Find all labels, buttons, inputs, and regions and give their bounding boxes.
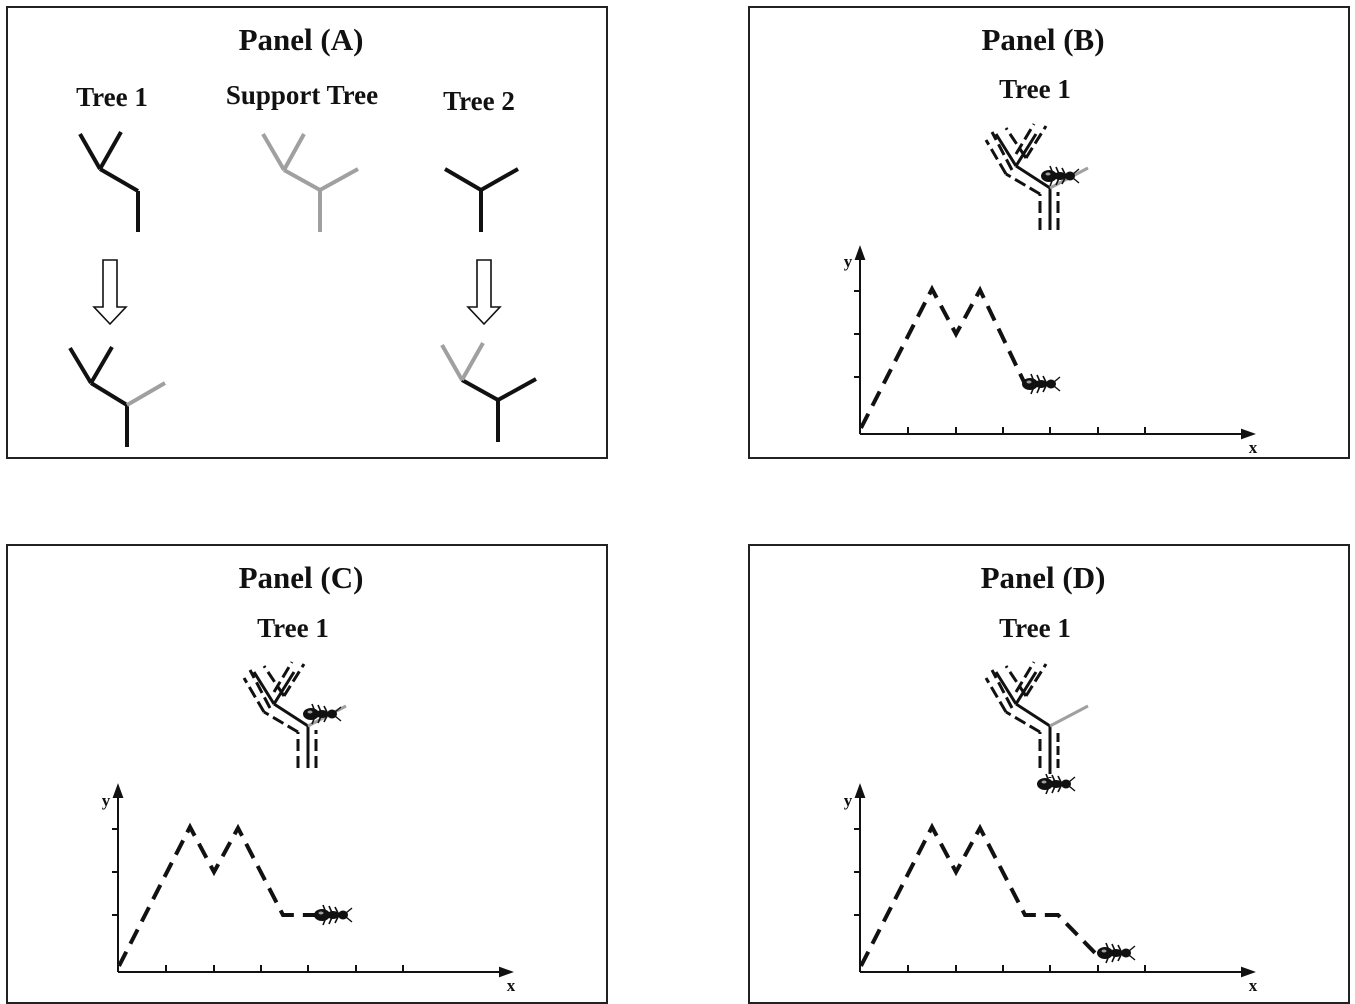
panel-b-tree-label: Tree 1	[999, 74, 1071, 104]
tree-branch	[272, 671, 296, 705]
x-axis-label: x	[506, 976, 516, 995]
panel-d-tree-label: Tree 1	[999, 613, 1071, 643]
panel-a-title: Panel (A)	[238, 22, 364, 57]
tree-2-grafted	[461, 377, 537, 442]
path-trace	[984, 139, 1008, 175]
tree-2-label: Tree 2	[443, 86, 515, 116]
tree-branch	[994, 133, 1018, 167]
panel-d: Panel (D) Tree 1 y x	[748, 544, 1350, 1004]
x-axis-label: x	[1248, 976, 1258, 995]
ant-icon	[1097, 942, 1136, 964]
x-axis-label: x	[1248, 438, 1258, 457]
panel-d-drawing	[854, 661, 1256, 978]
path-trace	[272, 661, 294, 693]
panel-c-title: Panel (C)	[238, 560, 364, 595]
tree-branch	[1014, 133, 1038, 167]
tree-branch	[1014, 671, 1038, 705]
foraging-tree	[984, 661, 1089, 778]
panel-a: Panel (A) Tree 1 Support Tree Tree 2	[6, 6, 608, 459]
path-trace	[248, 669, 272, 709]
grafted-branch-tree-2	[440, 342, 485, 381]
support-tree	[261, 132, 359, 232]
support-tree-label: Support Tree	[225, 80, 379, 110]
y-axis-label: y	[843, 252, 853, 271]
panel-b-drawing	[854, 123, 1256, 440]
down-arrow-icon	[92, 259, 128, 326]
y-axis-label: y	[101, 791, 111, 810]
panel-c-tree-label: Tree 1	[257, 613, 329, 643]
path-trace	[990, 669, 1014, 709]
panel-b: Panel (B) Tree 1 y x	[748, 6, 1350, 459]
path-trace	[1014, 661, 1036, 693]
path-trace	[263, 710, 299, 734]
path-trajectory	[117, 822, 318, 967]
panel-c-drawing	[112, 661, 514, 978]
path-trace	[1004, 665, 1028, 697]
path-trace	[242, 677, 266, 713]
grafted-branch-tree-1	[125, 381, 167, 407]
panel-b-title: Panel (B)	[981, 22, 1105, 57]
tree-branch	[994, 671, 1018, 705]
ant-icon	[1037, 773, 1076, 795]
ant-icon	[1041, 165, 1080, 187]
path-trajectory	[859, 822, 1100, 967]
path-trace	[1004, 127, 1028, 159]
path-trace	[984, 677, 1008, 713]
grafted-branch	[1049, 704, 1089, 728]
ant-icon	[1022, 373, 1061, 395]
tree-branch	[1015, 702, 1051, 728]
tree-branch	[1015, 164, 1051, 190]
path-trace	[1024, 125, 1048, 159]
path-trace	[282, 663, 306, 697]
ant-icon	[303, 703, 342, 725]
panel-a-drawing	[68, 131, 537, 447]
panel-c: Panel (C) Tree 1 y x	[6, 544, 608, 1004]
tree-1-label: Tree 1	[76, 82, 148, 112]
tree-branch	[252, 671, 276, 705]
path-trace	[990, 131, 1014, 171]
tree-1-grafted	[68, 345, 129, 447]
path-trace	[262, 665, 286, 697]
path-trajectory	[859, 284, 1040, 429]
path-trace	[1014, 123, 1036, 155]
path-trace	[1024, 663, 1048, 697]
y-axis-label: y	[843, 791, 853, 810]
tree-2-top	[443, 167, 519, 232]
ant-icon	[314, 904, 353, 926]
panel-d-title: Panel (D)	[980, 560, 1106, 595]
path-trace	[1005, 172, 1041, 196]
foraging-tree	[984, 123, 1089, 230]
foraging-tree	[242, 661, 347, 768]
path-trace	[1005, 710, 1041, 734]
down-arrow-icon	[466, 259, 502, 326]
tree-1-top	[78, 131, 140, 232]
tree-branch	[273, 702, 309, 728]
